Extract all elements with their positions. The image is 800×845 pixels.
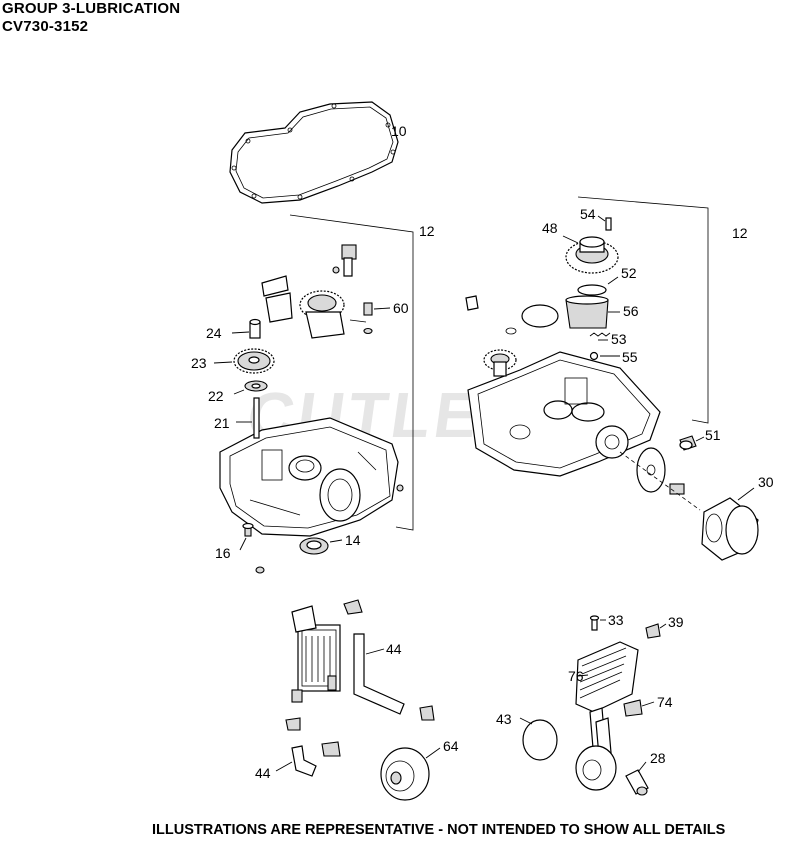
callout-44-upper: 44 bbox=[386, 641, 402, 657]
part-74-clamp bbox=[623, 699, 643, 717]
part-54-screw bbox=[605, 217, 612, 231]
part-53-spring bbox=[589, 332, 611, 337]
part-12-oil-pan-left bbox=[219, 417, 399, 537]
model-number: CV730-3152 bbox=[2, 18, 89, 35]
callout-14: 14 bbox=[345, 532, 361, 548]
callout-56: 56 bbox=[623, 303, 639, 319]
part-64-adapter bbox=[380, 747, 430, 801]
callout-64: 64 bbox=[443, 738, 459, 754]
disclaimer-footer: ILLUSTRATIONS ARE REPRESENTATIVE - NOT I… bbox=[152, 822, 726, 838]
part-nut-small bbox=[396, 484, 404, 492]
part-10-gasket bbox=[229, 101, 399, 204]
part-39-fitting bbox=[645, 623, 661, 639]
part-22-washer bbox=[244, 380, 268, 392]
callout-52: 52 bbox=[621, 265, 637, 281]
part-55-ball bbox=[589, 351, 599, 361]
part-pan-gear-right bbox=[483, 349, 517, 377]
part-14-oil-seal bbox=[299, 537, 329, 555]
part-52-o-ring bbox=[577, 284, 607, 296]
callout-74: 74 bbox=[657, 694, 673, 710]
callout-54: 54 bbox=[580, 206, 596, 222]
callout-53: 53 bbox=[611, 331, 627, 347]
callout-16: 16 bbox=[215, 545, 231, 561]
callout-44-lower: 44 bbox=[255, 765, 271, 781]
part-76-oil-cooler bbox=[575, 641, 639, 713]
part-56-screen bbox=[565, 295, 609, 329]
callout-10: 10 bbox=[391, 123, 407, 139]
part-23-gear bbox=[233, 348, 275, 374]
callout-23: 23 bbox=[191, 355, 207, 371]
part-33-screw bbox=[589, 615, 600, 631]
callout-60: 60 bbox=[393, 300, 409, 316]
part-hose-clamp bbox=[285, 599, 435, 757]
callout-51: 51 bbox=[705, 427, 721, 443]
callout-39: 39 bbox=[668, 614, 684, 630]
callout-28: 28 bbox=[650, 750, 666, 766]
part-51-fitting bbox=[679, 435, 697, 451]
callout-48: 48 bbox=[542, 220, 558, 236]
part-seal-ring bbox=[521, 304, 559, 328]
part-30-oil-filter bbox=[701, 497, 759, 561]
part-44-elbow-hose bbox=[291, 745, 317, 777]
part-nut bbox=[255, 566, 265, 574]
callout-33: 33 bbox=[608, 612, 624, 628]
callout-21: 21 bbox=[214, 415, 230, 431]
callout-22: 22 bbox=[208, 388, 224, 404]
callout-76: 76 bbox=[568, 668, 584, 684]
group-bracket-left bbox=[289, 214, 414, 531]
callout-12-right: 12 bbox=[732, 225, 748, 241]
part-44-hose bbox=[353, 633, 405, 715]
part-21-pin bbox=[253, 397, 260, 439]
part-fitting bbox=[465, 295, 479, 311]
part-48-pump-gear bbox=[565, 236, 619, 274]
callout-55: 55 bbox=[622, 349, 638, 365]
part-oil-pump-left bbox=[261, 244, 373, 339]
part-24-shaft bbox=[249, 318, 261, 339]
callout-12-left: 12 bbox=[419, 223, 435, 239]
group-bracket-right bbox=[577, 196, 709, 424]
part-filter-adapter bbox=[636, 447, 685, 495]
part-12-oil-pan-right bbox=[467, 351, 661, 477]
part-43-o-ring bbox=[522, 719, 558, 761]
page-title: GROUP 3-LUBRICATION bbox=[2, 0, 181, 17]
part-16-screw bbox=[242, 522, 254, 537]
callout-43: 43 bbox=[496, 711, 512, 727]
part-28-fitting bbox=[625, 769, 649, 796]
callout-30: 30 bbox=[758, 474, 774, 490]
part-oil-cooler-left bbox=[291, 605, 341, 703]
callout-24: 24 bbox=[206, 325, 222, 341]
part-cooler-adapter-right bbox=[575, 745, 617, 791]
